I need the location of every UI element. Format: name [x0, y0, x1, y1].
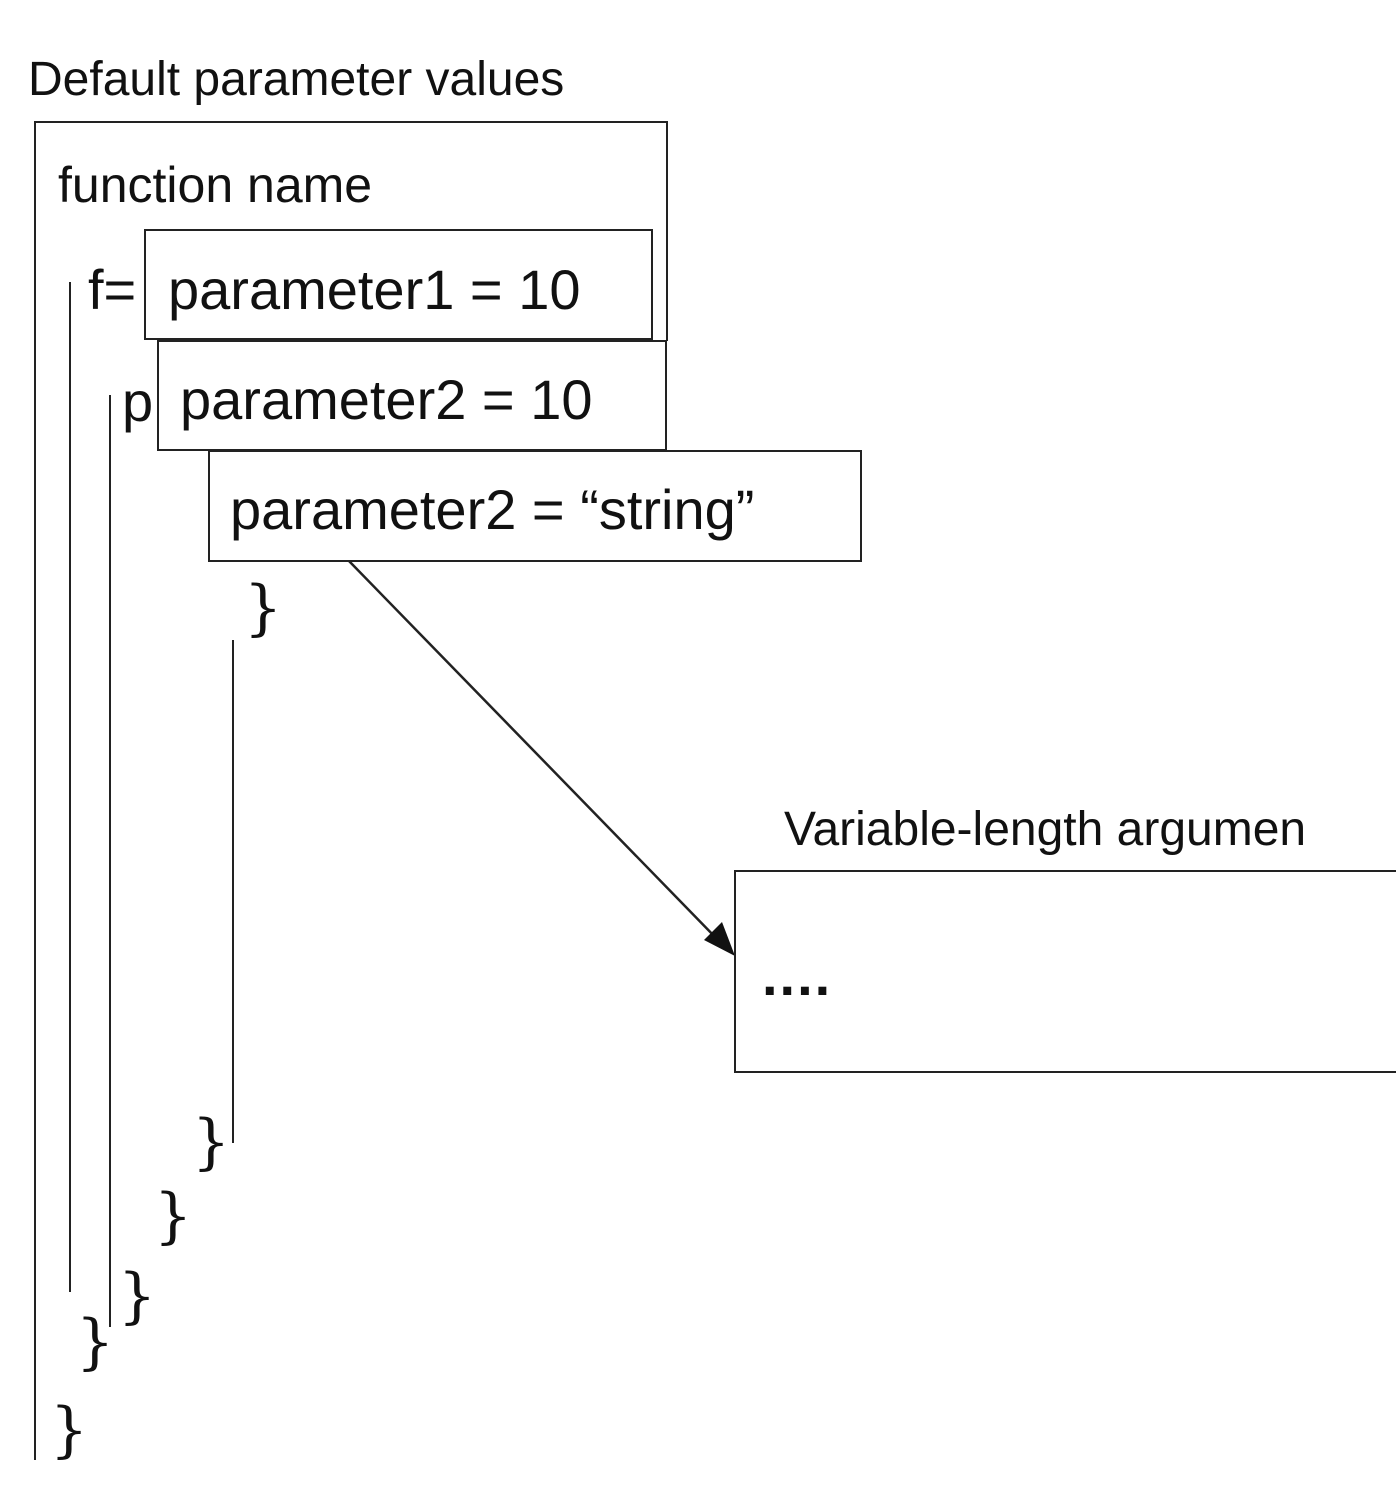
parameter1-label: parameter1 = 10: [168, 258, 581, 321]
f-scope-line: [69, 282, 71, 1292]
variable-length-arguments-box: [734, 870, 1396, 1073]
closing-brace-inner: }: [244, 573, 283, 643]
variable-length-arguments-title: Variable-length argumen: [784, 803, 1307, 856]
parameter1-box: [144, 229, 653, 340]
function-name-box: [34, 121, 668, 341]
default-parameter-values-title: Default parameter values: [28, 53, 565, 106]
arrow-line: [348, 560, 719, 941]
parameter2-string-box: [208, 450, 862, 562]
arrow-head: [704, 922, 735, 956]
closing-brace-2: }: [118, 1261, 157, 1331]
function-scope-line: [34, 330, 36, 1460]
function-name-label: function name: [58, 157, 373, 213]
closing-brace-1: }: [76, 1307, 115, 1377]
variable-length-content: ....: [762, 944, 833, 1007]
closing-brace-3: }: [154, 1181, 193, 1251]
parameter2-label: parameter2 = 10: [180, 368, 593, 431]
inner-scope-line: [232, 640, 234, 1143]
p-prefix: p: [122, 370, 154, 433]
parameter2-box: [157, 340, 667, 451]
parameter2-string-label: parameter2 = “string”: [230, 478, 755, 541]
closing-brace-4: }: [192, 1107, 231, 1177]
f-prefix: f=: [88, 258, 137, 321]
p-scope-line: [109, 395, 111, 1327]
closing-brace-outer: }: [50, 1395, 89, 1465]
